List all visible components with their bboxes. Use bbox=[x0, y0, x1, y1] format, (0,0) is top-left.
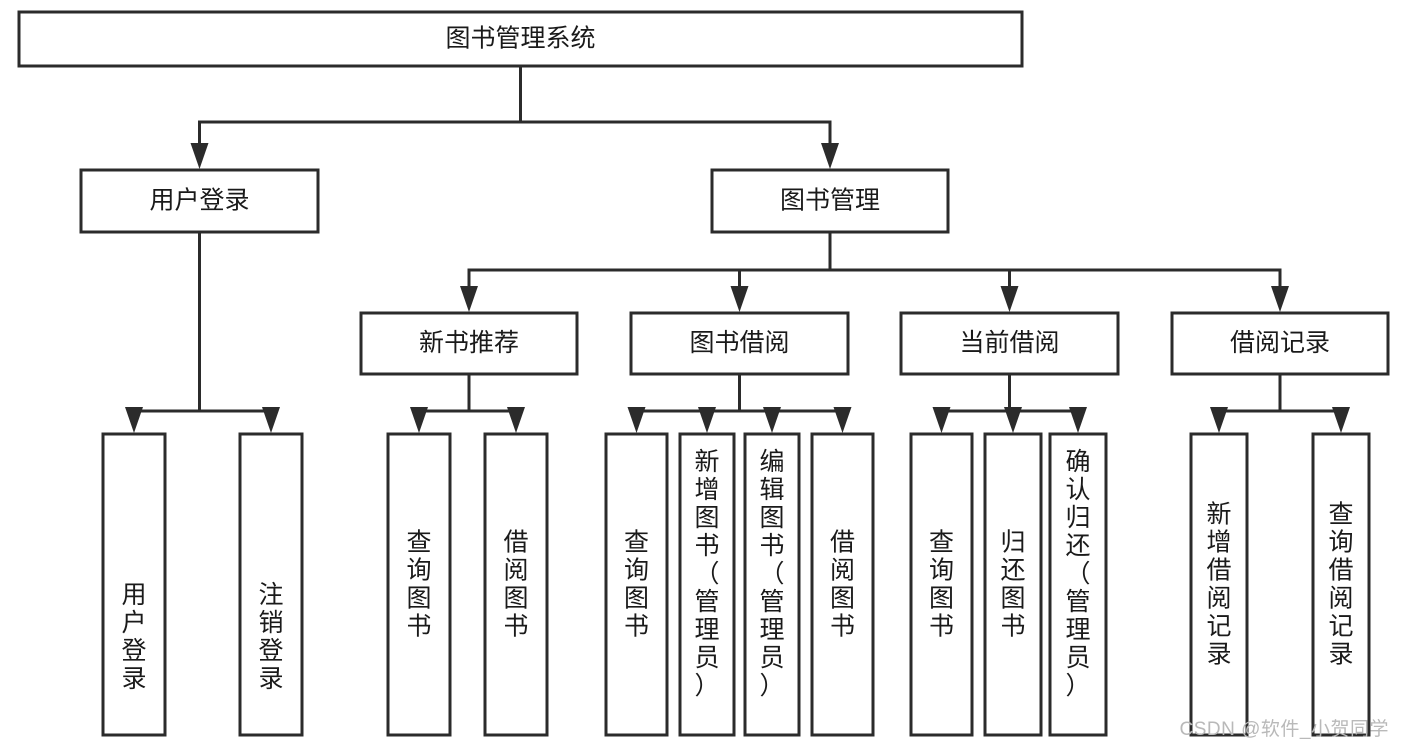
node-label-leaf-borrow-book: 借阅图书 bbox=[830, 528, 855, 640]
node-leaf-edit-book[interactable]: 编辑图书（管理员） bbox=[743, 432, 801, 737]
node-label-leaf-user-login: 用户登录 bbox=[121, 581, 146, 693]
watermark-text: CSDN @软件_小贺同学 bbox=[1179, 719, 1389, 740]
node-box-new-book-recommend[interactable] bbox=[359, 311, 579, 376]
arrow-head-icon bbox=[1271, 286, 1289, 312]
node-box-leaf-edit-book[interactable] bbox=[743, 432, 801, 737]
node-label-leaf-query-book-recommend: 查询图书 bbox=[406, 528, 431, 640]
node-current-borrow[interactable]: 当前借阅 bbox=[899, 311, 1120, 376]
node-label-leaf-edit-book: 编辑图书（管理员） bbox=[759, 448, 784, 700]
node-label-new-book-recommend: 新书推荐 bbox=[419, 329, 519, 357]
arrow-head-icon bbox=[1004, 407, 1022, 433]
arrow-head-icon bbox=[698, 407, 716, 433]
node-new-book-recommend[interactable]: 新书推荐 bbox=[359, 311, 579, 376]
node-root[interactable]: 图书管理系统 bbox=[17, 10, 1024, 68]
node-book-management[interactable]: 图书管理 bbox=[710, 168, 950, 234]
node-box-user-login[interactable] bbox=[79, 168, 320, 234]
arrow-head-icon bbox=[262, 407, 280, 433]
node-box-leaf-user-logout[interactable] bbox=[238, 432, 304, 737]
node-label-user-login: 用户登录 bbox=[149, 187, 249, 215]
node-leaf-borrow-book[interactable]: 借阅图书 bbox=[810, 432, 875, 737]
node-label-book-management: 图书管理 bbox=[780, 187, 880, 215]
node-label-leaf-confirm-return: 确认归还（管理员） bbox=[1065, 448, 1090, 700]
arrow-head-icon bbox=[730, 286, 749, 312]
node-box-root[interactable] bbox=[17, 10, 1024, 68]
arrow-head-icon bbox=[627, 407, 646, 433]
node-box-leaf-confirm-return[interactable] bbox=[1048, 432, 1108, 737]
node-box-leaf-borrow-book[interactable] bbox=[810, 432, 875, 737]
arrow-head-icon bbox=[763, 407, 781, 433]
node-leaf-borrow-book-recommend[interactable]: 借阅图书 bbox=[483, 432, 549, 737]
arrow-head-icon bbox=[1000, 286, 1019, 312]
node-user-login[interactable]: 用户登录 bbox=[79, 168, 320, 234]
node-leaf-query-book-recommend[interactable]: 查询图书 bbox=[386, 432, 452, 737]
node-leaf-add-borrow-record[interactable]: 新增借阅记录 bbox=[1189, 432, 1249, 737]
node-leaf-user-login[interactable]: 用户登录 bbox=[101, 432, 167, 737]
node-label-leaf-borrow-book-recommend: 借阅图书 bbox=[503, 528, 528, 640]
node-label-leaf-add-borrow-record: 新增借阅记录 bbox=[1206, 500, 1231, 668]
arrow-head-icon bbox=[1332, 407, 1350, 433]
node-leaf-query-book-current[interactable]: 查询图书 bbox=[909, 432, 974, 737]
node-box-book-management[interactable] bbox=[710, 168, 950, 234]
arrow-head-icon bbox=[932, 407, 951, 433]
connectors-layer bbox=[125, 64, 1350, 433]
arrow-head-icon bbox=[1210, 407, 1228, 433]
arrow-head-icon bbox=[125, 407, 143, 433]
node-label-book-borrow: 图书借阅 bbox=[689, 329, 789, 357]
node-box-leaf-add-book[interactable] bbox=[678, 432, 736, 737]
node-label-leaf-query-borrow-record: 查询借阅记录 bbox=[1328, 500, 1353, 668]
node-box-leaf-query-book-recommend[interactable] bbox=[386, 432, 452, 737]
node-book-borrow[interactable]: 图书借阅 bbox=[629, 311, 850, 376]
node-box-leaf-return-book[interactable] bbox=[983, 432, 1043, 737]
node-leaf-return-book[interactable]: 归还图书 bbox=[983, 432, 1043, 737]
arrow-head-icon bbox=[507, 407, 525, 433]
arrow-head-icon bbox=[460, 286, 478, 312]
arrow-head-icon bbox=[190, 143, 209, 169]
node-label-current-borrow: 当前借阅 bbox=[959, 329, 1059, 357]
node-leaf-query-borrow-record[interactable]: 查询借阅记录 bbox=[1311, 432, 1371, 737]
node-label-borrow-record: 借阅记录 bbox=[1230, 329, 1330, 357]
node-label-leaf-query-book-borrow: 查询图书 bbox=[624, 528, 649, 640]
node-box-leaf-add-borrow-record[interactable] bbox=[1189, 432, 1249, 737]
node-borrow-record[interactable]: 借阅记录 bbox=[1170, 311, 1390, 376]
node-box-leaf-query-book-current[interactable] bbox=[909, 432, 974, 737]
node-box-leaf-borrow-book-recommend[interactable] bbox=[483, 432, 549, 737]
node-label-leaf-return-book: 归还图书 bbox=[1000, 528, 1025, 640]
node-label-leaf-query-book-current: 查询图书 bbox=[929, 528, 954, 640]
node-box-book-borrow[interactable] bbox=[629, 311, 850, 376]
arrow-head-icon bbox=[821, 143, 839, 169]
node-label-leaf-add-book: 新增图书（管理员） bbox=[694, 448, 719, 700]
arrow-head-icon bbox=[1069, 407, 1087, 433]
nodes-layer: 图书管理系统用户登录图书管理新书推荐图书借阅当前借阅借阅记录用户登录注销登录查询… bbox=[17, 10, 1390, 737]
node-leaf-query-book-borrow[interactable]: 查询图书 bbox=[604, 432, 669, 737]
node-box-current-borrow[interactable] bbox=[899, 311, 1120, 376]
node-label-leaf-user-logout: 注销登录 bbox=[258, 581, 283, 693]
node-box-leaf-user-login[interactable] bbox=[101, 432, 167, 737]
node-leaf-add-book[interactable]: 新增图书（管理员） bbox=[678, 432, 736, 737]
node-leaf-user-logout[interactable]: 注销登录 bbox=[238, 432, 304, 737]
node-label-root: 图书管理系统 bbox=[445, 25, 595, 53]
node-box-leaf-query-borrow-record[interactable] bbox=[1311, 432, 1371, 737]
arrow-head-icon bbox=[833, 407, 852, 433]
node-box-borrow-record[interactable] bbox=[1170, 311, 1390, 376]
arrow-head-icon bbox=[410, 407, 428, 433]
node-box-leaf-query-book-borrow[interactable] bbox=[604, 432, 669, 737]
node-leaf-confirm-return[interactable]: 确认归还（管理员） bbox=[1048, 432, 1108, 737]
